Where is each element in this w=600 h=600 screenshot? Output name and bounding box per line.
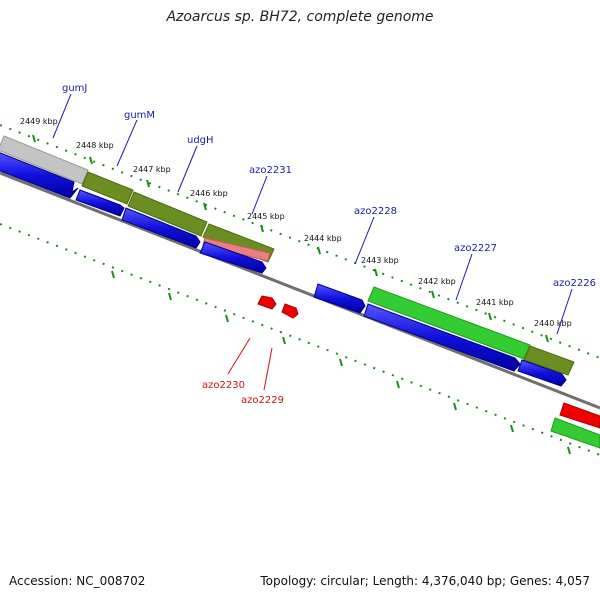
kbp-label: 2447 kbp	[133, 165, 171, 174]
gene-label-gumJ: gumJ	[62, 83, 87, 94]
gene-azo2230-arrow	[257, 295, 277, 310]
leader-lines	[52, 93, 573, 335]
gene-udgH-bar	[127, 191, 208, 237]
cds-arrow	[121, 207, 201, 249]
gene-label-udgH: udgH	[187, 135, 214, 146]
genome-summary-text: Topology: circular; Length: 4,376,040 bp…	[260, 574, 590, 588]
major-ticks	[32, 134, 549, 343]
cds-arrow	[517, 359, 567, 387]
kbp-label: 2444 kbp	[304, 234, 342, 243]
reverse-genes	[257, 295, 600, 449]
cds-arrow	[363, 303, 521, 372]
kbp-label: 2442 kbp	[418, 277, 456, 286]
gene-gumM-bar	[81, 171, 134, 205]
inner-tick-ring	[0, 223, 600, 456]
gene-label-azo2229: azo2229	[241, 395, 284, 406]
leader-lines-red	[227, 337, 273, 391]
kbp-labels: 2449 kbp 2448 kbp 2447 kbp 2446 kbp 2445…	[20, 117, 572, 328]
gene-azo2226-bar	[523, 345, 575, 376]
gene-label-azo2227: azo2227	[454, 243, 497, 254]
cds-arrow	[75, 189, 125, 217]
genome-backbone	[0, 171, 600, 410]
gene-azo2229-arrow	[281, 303, 299, 319]
cds-arrows	[0, 152, 567, 387]
gene-label-azo2228: azo2228	[354, 206, 397, 217]
gene-labels: gumJ gumM udgH azo2231 azo2228 azo2227 a…	[62, 83, 596, 406]
kbp-label: 2446 kbp	[190, 189, 228, 198]
gene-green-bar-right	[550, 417, 600, 449]
gene-red-bar-right	[559, 402, 600, 429]
cds-arrow	[0, 152, 79, 199]
cds-arrow	[199, 241, 267, 274]
forward-genes	[0, 135, 575, 376]
inner-major-ticks	[111, 270, 571, 455]
gene-azo2231-pink	[202, 237, 271, 262]
gene-label-azo2231: azo2231	[249, 165, 292, 176]
kbp-label: 2449 kbp	[20, 117, 58, 126]
kbp-label: 2443 kbp	[361, 256, 399, 265]
outer-tick-ring	[0, 124, 600, 359]
gene-label-azo2230: azo2230	[202, 380, 245, 391]
gene-label-azo2226: azo2226	[553, 278, 596, 289]
accession-text: Accession: NC_008702	[9, 574, 146, 588]
kbp-label: 2440 kbp	[534, 319, 572, 328]
map-title: Azoarcus sp. BH72, complete genome	[166, 9, 434, 25]
kbp-label: 2448 kbp	[76, 141, 114, 150]
gene-gumJ-bar	[0, 135, 89, 185]
cds-arrow	[313, 283, 366, 314]
kbp-label: 2441 kbp	[476, 298, 514, 307]
kbp-label: 2445 kbp	[247, 212, 285, 221]
gene-label-gumM: gumM	[124, 110, 155, 121]
